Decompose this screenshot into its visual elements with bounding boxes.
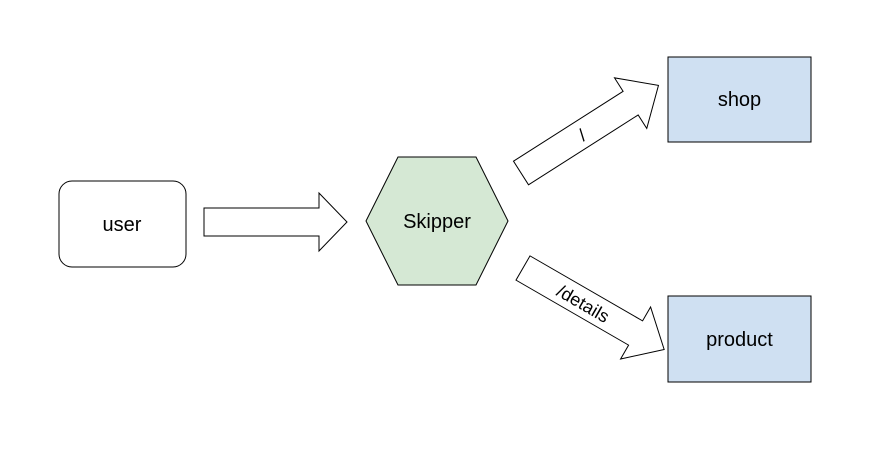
block-arrow-icon	[515, 255, 665, 360]
block-arrow-icon	[203, 191, 348, 253]
product-node-label: product	[706, 329, 773, 351]
skipper-node-label: Skipper	[403, 211, 471, 233]
shop-node-shape	[667, 56, 812, 143]
user-node-shape	[58, 180, 187, 268]
product-node[interactable]: product	[667, 295, 812, 383]
edge-user-to-skipper[interactable]	[203, 191, 348, 253]
user-node[interactable]: user	[58, 180, 187, 268]
edge-skipper-to-product[interactable]: /details	[508, 242, 679, 375]
block-arrow-icon	[512, 77, 660, 186]
shop-node[interactable]: shop	[667, 56, 812, 143]
shop-node-label: shop	[718, 89, 761, 111]
skipper-node[interactable]: Skipper	[365, 156, 509, 286]
user-node-label: user	[103, 214, 142, 236]
edge-skipper-to-shop[interactable]: /	[505, 60, 675, 198]
product-node-shape	[667, 295, 812, 383]
skipper-node-shape	[365, 156, 509, 286]
